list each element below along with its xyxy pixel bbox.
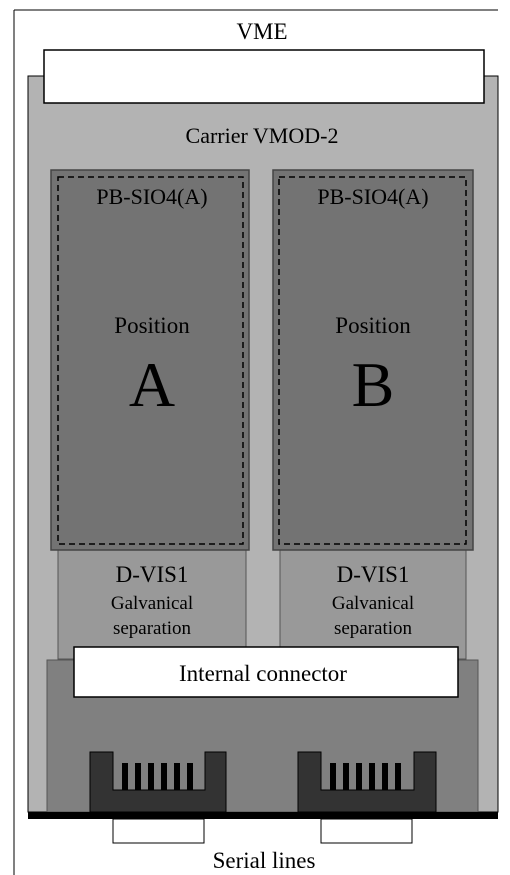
module-a-position-label: Position — [114, 313, 190, 338]
serial-connector-b-pins — [330, 763, 401, 790]
carrier-label: Carrier VMOD-2 — [186, 123, 339, 148]
vme-label: VME — [236, 19, 287, 44]
serial-outlet-a — [112, 818, 205, 844]
serial-lines-label: Serial lines — [213, 848, 316, 873]
dvis-line2-b: separation — [334, 618, 413, 639]
serial-outlet-b — [320, 818, 413, 844]
module-b-dashed-outline — [278, 176, 467, 545]
module-b-position-label: Position — [335, 313, 411, 338]
vme-connector — [43, 49, 485, 104]
front-panel-bar — [28, 812, 498, 819]
module-b-title: PB-SIO4(A) — [317, 184, 428, 209]
internal-connector-label: Internal connector — [179, 661, 347, 686]
module-a-dashed-outline — [57, 176, 244, 545]
module-a — [50, 169, 250, 551]
internal-connector — [73, 646, 459, 698]
dvis-module-b — [279, 548, 467, 660]
module-a-title: PB-SIO4(A) — [96, 184, 207, 209]
dvis-module-a — [57, 548, 247, 660]
dvis-line1-a: Galvanical — [111, 593, 193, 614]
dvis-line1-b: Galvanical — [332, 593, 414, 614]
dvis-title-b: D-VIS1 — [337, 562, 410, 587]
module-b — [272, 169, 474, 551]
dvis-title-a: D-VIS1 — [116, 562, 189, 587]
module-a-position-letter: A — [129, 349, 175, 420]
serial-connector-a-pins — [122, 763, 193, 790]
module-b-position-letter: B — [352, 349, 395, 420]
dvis-line2-a: separation — [113, 618, 192, 639]
